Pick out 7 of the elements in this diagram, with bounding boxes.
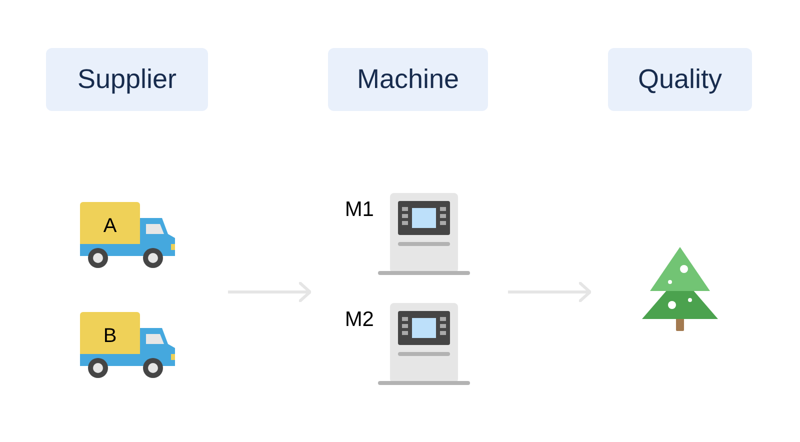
header-label: Quality: [638, 63, 722, 96]
machine-label: M2: [344, 307, 374, 333]
truck-letter: A: [102, 214, 118, 238]
header-label: Machine: [356, 63, 460, 96]
truck-letter: B: [102, 324, 118, 348]
header-label: Supplier: [77, 63, 177, 96]
machine-label: M1: [344, 197, 374, 223]
